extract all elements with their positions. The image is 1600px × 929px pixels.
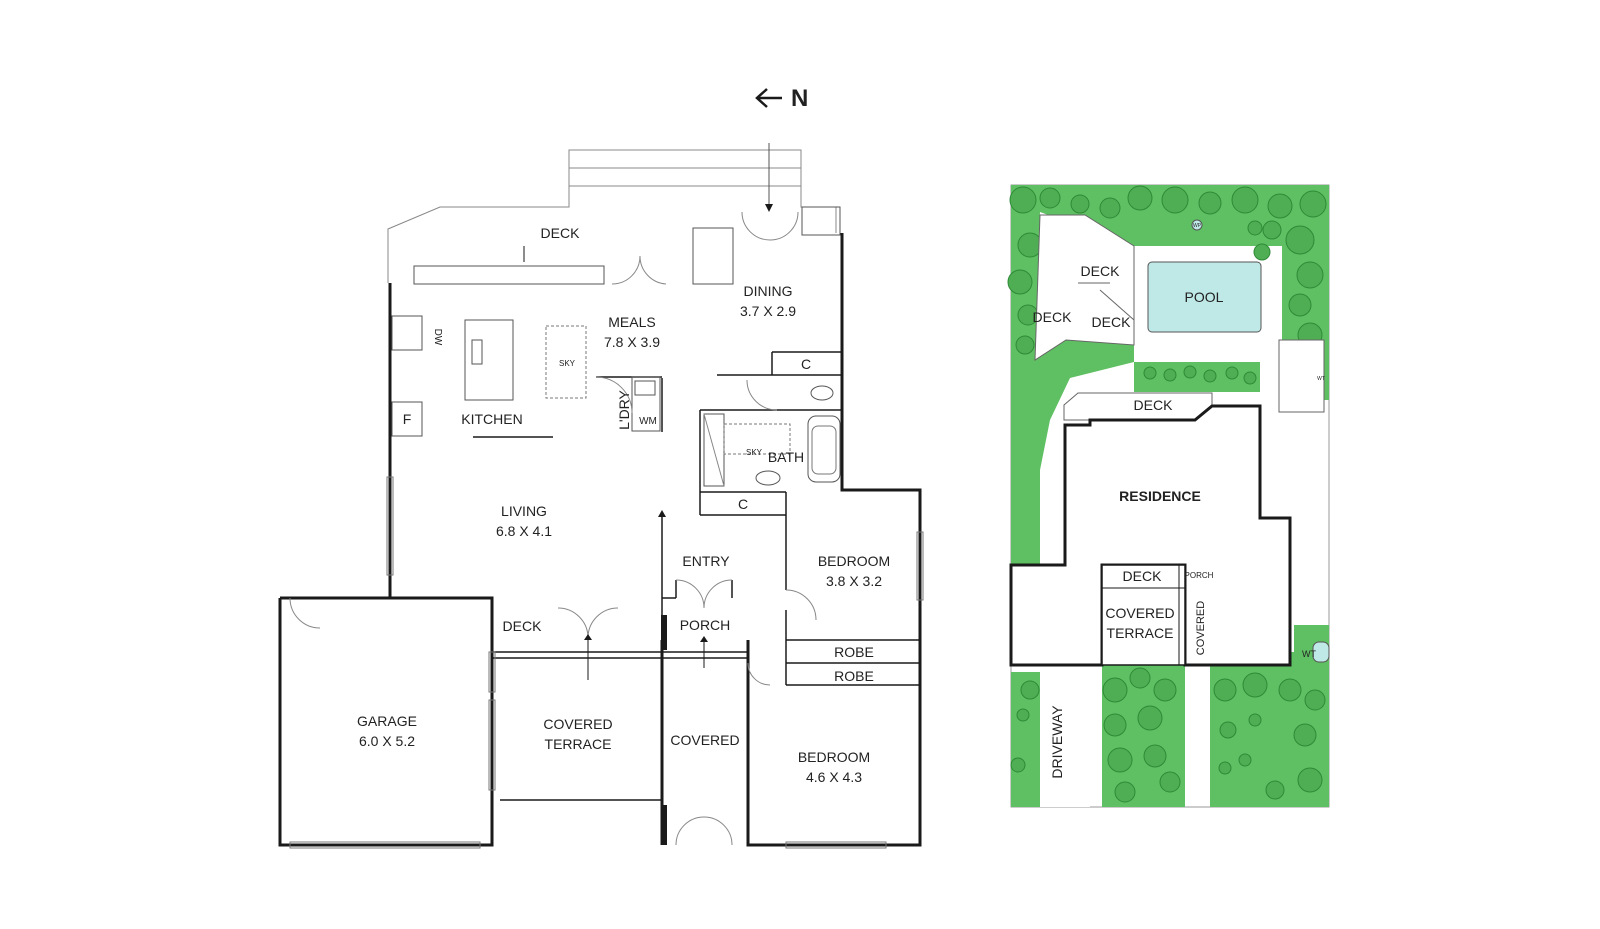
living-dims: 6.8 X 4.1 bbox=[496, 523, 552, 539]
bath-skylight-label: SKY bbox=[746, 448, 763, 457]
kitchen-label: KITCHEN bbox=[461, 411, 522, 427]
washing-machine-label: WM bbox=[639, 416, 657, 427]
garage-label: GARAGE bbox=[357, 713, 417, 729]
pool bbox=[1147, 261, 1262, 333]
bathtub-icon bbox=[807, 415, 841, 483]
site-covered-vertical-label: COVERED bbox=[1195, 601, 1207, 655]
living-label: LIVING bbox=[501, 503, 547, 519]
dining-window bbox=[692, 227, 734, 285]
residence-outline bbox=[1009, 404, 1292, 667]
water-pump-icon bbox=[1191, 219, 1203, 231]
meals-skylight-label: SKY bbox=[559, 359, 576, 368]
water-tank-icon bbox=[1312, 641, 1330, 663]
bedroom1-label: BEDROOM bbox=[818, 553, 890, 569]
entry-label: ENTRY bbox=[682, 553, 730, 569]
porch-label: PORCH bbox=[680, 617, 731, 633]
site-plan: DECK DECK DECK POOL WP DECK RESIDENCE DE… bbox=[1007, 184, 1330, 808]
rear-deck-label: DECK bbox=[541, 225, 581, 241]
driveway bbox=[1040, 672, 1090, 807]
site-deck-lower-label: DECK bbox=[1134, 397, 1174, 413]
dining-dims: 3.7 X 2.9 bbox=[740, 303, 796, 319]
skylight-bath bbox=[723, 423, 791, 455]
site-deck-mid-label: DECK bbox=[1092, 314, 1132, 330]
compass-arrowhead-icon bbox=[755, 88, 768, 108]
laundry-tub-icon bbox=[634, 380, 656, 396]
site-deck-inner-label: DECK bbox=[1123, 568, 1163, 584]
covered-label: COVERED bbox=[670, 732, 739, 748]
meals-dims: 7.8 X 3.9 bbox=[604, 334, 660, 350]
meals-label: MEALS bbox=[608, 314, 655, 330]
interior-walls bbox=[491, 351, 920, 801]
bedroom2-label: BEDROOM bbox=[798, 749, 870, 765]
compass-label: N bbox=[791, 85, 808, 112]
covered-terrace-label-1: COVERED bbox=[543, 716, 612, 732]
water-tank-small-label: WT bbox=[1317, 376, 1325, 382]
kitchen-island bbox=[464, 319, 514, 401]
driveway-label: DRIVEWAY bbox=[1049, 705, 1065, 779]
toilet-icon bbox=[810, 385, 834, 401]
dining-label: DINING bbox=[744, 283, 793, 299]
site-covered-terrace-label-2: TERRACE bbox=[1107, 625, 1174, 641]
bathtub-inner bbox=[811, 425, 837, 475]
arrowheads bbox=[584, 204, 773, 642]
dishwasher-label: DW bbox=[432, 329, 443, 346]
skylight-meals bbox=[545, 325, 587, 399]
entry-arrows bbox=[523, 246, 705, 680]
laundry-door-swing bbox=[595, 376, 633, 414]
site-decks bbox=[1034, 214, 1325, 421]
floor-plan: DECK DINING 3.7 X 2.9 MEALS 7.8 X 3.9 SK… bbox=[278, 143, 924, 849]
covered-terrace-site bbox=[1101, 564, 1186, 666]
wc-door-swing bbox=[746, 379, 778, 411]
trees bbox=[1007, 185, 1327, 803]
residence-label: RESIDENCE bbox=[1119, 488, 1201, 504]
shower-mark bbox=[703, 413, 725, 487]
bath-label: BATH bbox=[768, 449, 804, 465]
garage-dims: 6.0 X 5.2 bbox=[359, 733, 415, 749]
bedroom1-dims: 3.8 X 3.2 bbox=[826, 573, 882, 589]
bath-cupboard-label: C bbox=[738, 496, 748, 512]
bedroom2-dims: 4.6 X 4.3 bbox=[806, 769, 862, 785]
basin-icon bbox=[755, 470, 781, 486]
sink-icon bbox=[471, 339, 483, 365]
fridge-label: F bbox=[403, 411, 412, 427]
site-deck-left-label: DECK bbox=[1033, 309, 1073, 325]
fridge-space bbox=[391, 401, 423, 437]
site-covered-terrace-label-1: COVERED bbox=[1105, 605, 1174, 621]
north-compass: N bbox=[755, 85, 808, 112]
robe1-label: ROBE bbox=[834, 644, 874, 660]
dining-cupboard-label: C bbox=[801, 356, 811, 372]
door-swings bbox=[289, 211, 817, 846]
bench-window bbox=[413, 265, 605, 285]
covered-terrace-label-2: TERRACE bbox=[545, 736, 612, 752]
dining-window bbox=[801, 206, 841, 236]
pool-label: POOL bbox=[1185, 289, 1224, 305]
laundry-cabinet bbox=[631, 376, 661, 432]
site-deck-top-label: DECK bbox=[1081, 263, 1121, 279]
cooktop-icon bbox=[391, 315, 423, 351]
deck-divider bbox=[1099, 289, 1135, 321]
laundry-label: L'DRY bbox=[616, 389, 632, 429]
front-deck-label: DECK bbox=[503, 618, 543, 634]
site-porch-label: PORCH bbox=[1185, 571, 1214, 580]
robe2-label: ROBE bbox=[834, 668, 874, 684]
windows bbox=[289, 476, 924, 849]
water-pump-label: WP bbox=[1193, 223, 1202, 229]
water-tank-label: WT bbox=[1302, 649, 1316, 659]
